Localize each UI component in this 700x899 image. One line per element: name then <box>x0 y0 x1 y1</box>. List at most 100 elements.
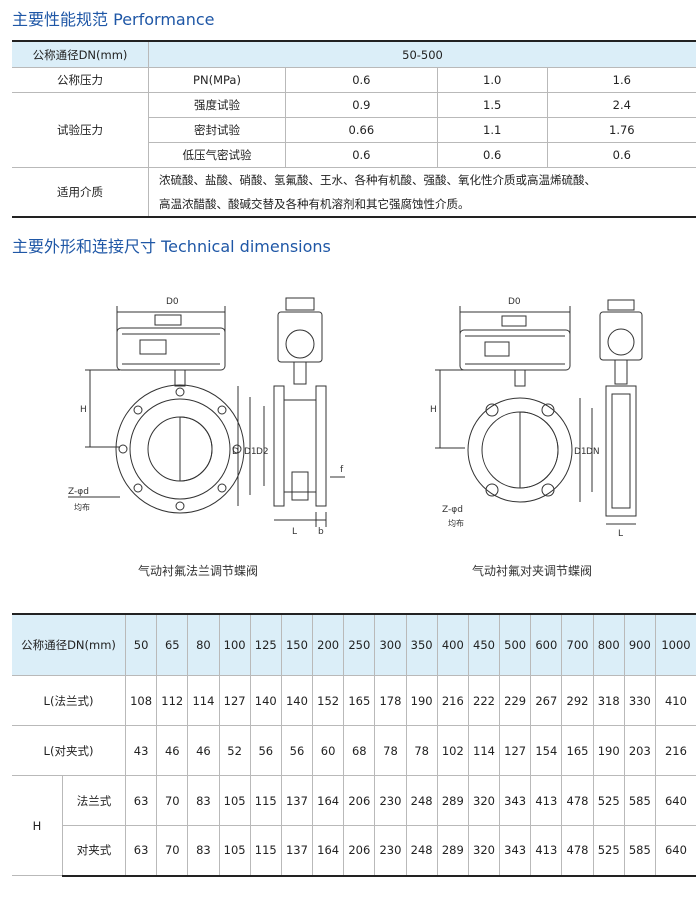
media-line-1: 浓硫酸、盐酸、硝酸、氢氟酸、王水、各种有机酸、强酸、氧化性介质或高温烯硫酸、 <box>159 173 596 187</box>
table-h-wafer-cell: 640 <box>655 825 696 877</box>
label-even: 均布 <box>74 502 90 512</box>
test-value: 1.5 <box>437 92 548 118</box>
table-dn-cell: 700 <box>561 613 594 676</box>
table-h-wafer-cell: 206 <box>343 825 376 877</box>
media-text: 浓硫酸、盐酸、硝酸、氢氟酸、王水、各种有机酸、强酸、氧化性介质或高温烯硫酸、 高… <box>148 167 696 218</box>
test-value: 0.6 <box>285 142 438 168</box>
table-h-wafer-cell: 343 <box>499 825 532 877</box>
table-h-flange-cell: 525 <box>593 775 625 826</box>
table-h-flange-cell: 206 <box>343 775 376 826</box>
pn-value: 1.0 <box>437 67 548 93</box>
table-h-flange-cell: 413 <box>530 775 563 826</box>
table-h-wafer-cell: 70 <box>156 825 189 877</box>
table-dn-cell: 125 <box>250 613 282 676</box>
table-h-wafer-cell: 413 <box>530 825 563 877</box>
table-h-wafer-cell: 320 <box>468 825 501 877</box>
table-l-wafer-cell: 46 <box>156 725 189 776</box>
dimensions-heading: 主要外形和连接尺寸 Technical dimensions <box>12 233 331 257</box>
table-dn-label: 公称通径DN(mm) <box>12 613 126 676</box>
table-h-wafer-cell: 230 <box>374 825 407 877</box>
table-h-wafer-cell: 164 <box>312 825 345 877</box>
table-l-wafer-cell: 127 <box>499 725 532 776</box>
table-h-wafer-cell: 137 <box>281 825 314 877</box>
wafer-valve-drawing: D0 H D1 DN L Z-φd 均布 <box>430 297 643 539</box>
table-dn-cell: 400 <box>437 613 469 676</box>
performance-title-cn: 主要性能规范 <box>12 10 109 29</box>
table-dn-cell: 1000 <box>655 613 696 676</box>
table-l-wafer-cell: 78 <box>374 725 407 776</box>
flanged-valve-drawing: D0 H D D1 D2 L b f Z-φd 均布 <box>68 297 345 537</box>
table-dn-cell: 80 <box>187 613 220 676</box>
table-h-flange-cell: 164 <box>312 775 345 826</box>
table-h-flange-cell: 320 <box>468 775 501 826</box>
table-l-flange-cell: 229 <box>499 675 532 726</box>
label-h: H <box>430 405 437 415</box>
table-dn-cell: 50 <box>125 613 158 676</box>
table-l-flange-cell: 114 <box>187 675 220 726</box>
table-dn-cell: 900 <box>624 613 656 676</box>
label-d0: D0 <box>508 297 521 307</box>
table-l-flange-cell: 152 <box>312 675 345 726</box>
table-l-wafer-cell: 203 <box>624 725 656 776</box>
test-value: 0.9 <box>285 92 438 118</box>
table-h-wafer-cell: 478 <box>561 825 594 877</box>
table-l-flange-cell: 410 <box>655 675 696 726</box>
table-dn-cell: 450 <box>468 613 501 676</box>
table-h-wafer-cell: 83 <box>187 825 220 877</box>
table-h-wafer-cell: 289 <box>437 825 469 877</box>
table-l-wafer-cell: 216 <box>655 725 696 776</box>
test-value: 2.4 <box>547 92 696 118</box>
caption-flanged: 气动衬氟法兰调节蝶阀 <box>138 564 259 578</box>
table-l-wafer-cell: 68 <box>343 725 376 776</box>
table-l-flange-cell: 292 <box>561 675 594 726</box>
label-l: L <box>292 527 297 537</box>
table-l-wafer-cell: 114 <box>468 725 501 776</box>
caption-wafer: 气动衬氟对夹调节蝶阀 <box>472 564 593 578</box>
label-b: b <box>318 527 324 537</box>
table-l-wafer-cell: 190 <box>593 725 625 776</box>
table-l-flange-cell: 216 <box>437 675 469 726</box>
table-l-wafer-cell: 78 <box>406 725 438 776</box>
table-h-label: H <box>12 775 63 876</box>
table-dn-cell: 100 <box>219 613 251 676</box>
table-l-flange-cell: 222 <box>468 675 501 726</box>
test-value: 1.1 <box>437 117 548 143</box>
table-dn-cell: 800 <box>593 613 625 676</box>
table-h-flange-cell: 70 <box>156 775 189 826</box>
table-l-flange-label: L(法兰式) <box>12 675 126 726</box>
table-dn-cell: 65 <box>156 613 189 676</box>
test-name: 密封试验 <box>148 117 286 143</box>
table-l-flange-cell: 112 <box>156 675 189 726</box>
table-dn-cell: 250 <box>343 613 376 676</box>
table-l-flange-cell: 140 <box>281 675 314 726</box>
table-l-wafer-cell: 56 <box>281 725 314 776</box>
test-name: 低压气密试验 <box>148 142 286 168</box>
table-l-flange-cell: 127 <box>219 675 251 726</box>
table-h-flange-cell: 478 <box>561 775 594 826</box>
table-h-flange-label: 法兰式 <box>62 775 126 826</box>
dimensions-title-en: Technical dimensions <box>161 237 331 256</box>
test-label: 试验压力 <box>12 92 149 168</box>
table-h-flange-cell: 585 <box>624 775 656 826</box>
table-l-flange-cell: 267 <box>530 675 563 726</box>
label-d1: D1 <box>244 447 257 457</box>
table-dn-cell: 300 <box>374 613 407 676</box>
table-dn-cell: 600 <box>530 613 563 676</box>
table-h-flange-cell: 137 <box>281 775 314 826</box>
table-h-wafer-cell: 115 <box>250 825 282 877</box>
table-dn-cell: 200 <box>312 613 345 676</box>
label-h: H <box>80 405 87 415</box>
label-zphi: Z-φd <box>68 487 89 497</box>
table-h-wafer-cell: 248 <box>406 825 438 877</box>
dimensions-title-cn: 主要外形和连接尺寸 <box>12 237 157 256</box>
label-f: f <box>340 465 344 475</box>
table-h-wafer-cell: 105 <box>219 825 251 877</box>
table-l-flange-cell: 318 <box>593 675 625 726</box>
table-l-flange-cell: 178 <box>374 675 407 726</box>
label-d2: D2 <box>256 447 269 457</box>
table-l-wafer-cell: 46 <box>187 725 220 776</box>
table-l-wafer-cell: 60 <box>312 725 345 776</box>
table-l-wafer-cell: 56 <box>250 725 282 776</box>
table-l-wafer-cell: 52 <box>219 725 251 776</box>
dn-label: 公称通径DN(mm) <box>12 40 149 68</box>
